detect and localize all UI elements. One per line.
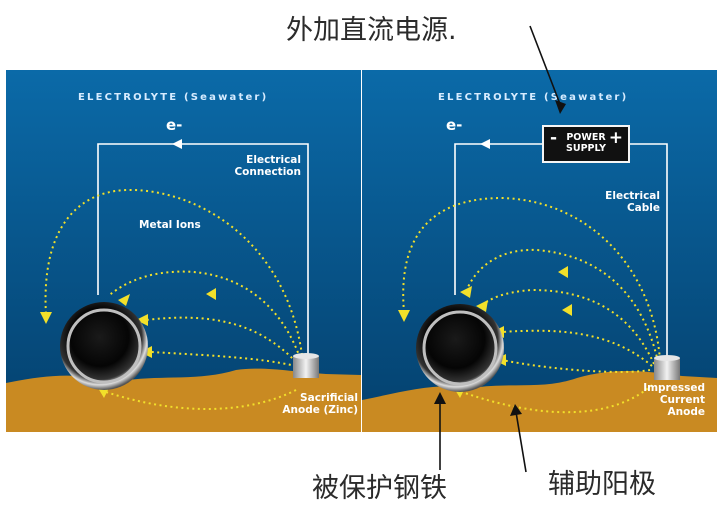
auxiliary-anode-annotation: 辅助阳极 xyxy=(548,469,656,500)
current-path-outer xyxy=(402,196,661,361)
impressed-current-anode xyxy=(654,358,680,380)
arrowhead xyxy=(206,288,216,300)
arrowhead xyxy=(476,300,488,312)
protected-steel-pipe xyxy=(416,304,504,392)
impressed-current-anode-label: Impressed Current Anode xyxy=(643,382,705,418)
plus-terminal: + xyxy=(608,128,623,148)
electrolyte-title: ELECTROLYTE (Seawater) xyxy=(438,92,629,103)
arrowhead xyxy=(460,286,472,298)
electrolyte-title: ELECTROLYTE (Seawater) xyxy=(78,92,269,103)
electrical-connection-wire xyxy=(97,143,309,360)
arrowhead xyxy=(136,314,148,326)
electrical-connection-label: Electrical Connection xyxy=(234,154,301,178)
protected-steel-pointer-head xyxy=(434,392,446,404)
power-source-pointer-head xyxy=(555,100,566,114)
electron-label: e- xyxy=(446,116,463,134)
impressed-current-panel: ELECTROLYTE (Seawater) e- - POWER SUPPLY… xyxy=(362,70,717,432)
sacrificial-anode-label: Sacrificial Anode (Zinc) xyxy=(282,392,358,416)
impressed-current-paths xyxy=(402,196,661,414)
protected-steel-annotation: 被保护钢铁 xyxy=(312,473,447,504)
electron-flow-arrowhead xyxy=(172,139,182,149)
minus-terminal: - xyxy=(550,128,558,148)
current-path-middle xyxy=(501,329,653,367)
sacrificial-anode xyxy=(293,356,319,378)
protected-steel-pipe xyxy=(60,302,148,390)
arrowhead xyxy=(558,266,568,278)
current-path-upper xyxy=(465,248,659,363)
metal-ions-label: Metal Ions xyxy=(139,219,201,231)
power-source-pointer xyxy=(529,25,561,105)
arrowhead xyxy=(118,294,130,306)
auxiliary-anode-pointer-head xyxy=(510,404,522,416)
impressed-current-diagram xyxy=(362,70,717,432)
sacrificial-anode-diagram xyxy=(6,70,361,432)
current-path-outer xyxy=(44,188,303,356)
electrical-cable-left xyxy=(454,143,542,295)
current-path-mid-upper xyxy=(481,288,655,365)
current-path-lower xyxy=(501,359,651,373)
arrowhead xyxy=(398,310,410,322)
arrowhead xyxy=(562,304,572,316)
power-source-annotation: 外加直流电源. xyxy=(286,15,457,46)
current-path-lower xyxy=(150,351,297,367)
electron-flow-arrowhead xyxy=(480,139,490,149)
arrowhead xyxy=(40,312,52,324)
sacrificial-anode-panel: ELECTROLYTE (Seawater) e- Electrical Con… xyxy=(6,70,361,432)
electrical-cable-label: Electrical Cable xyxy=(605,190,660,214)
electron-label: e- xyxy=(166,116,183,134)
metal-ion-current-paths xyxy=(44,188,303,410)
auxiliary-anode-pointer xyxy=(515,411,527,473)
power-supply-box: - POWER SUPPLY + xyxy=(542,125,630,163)
electrical-cable-right xyxy=(630,143,668,358)
